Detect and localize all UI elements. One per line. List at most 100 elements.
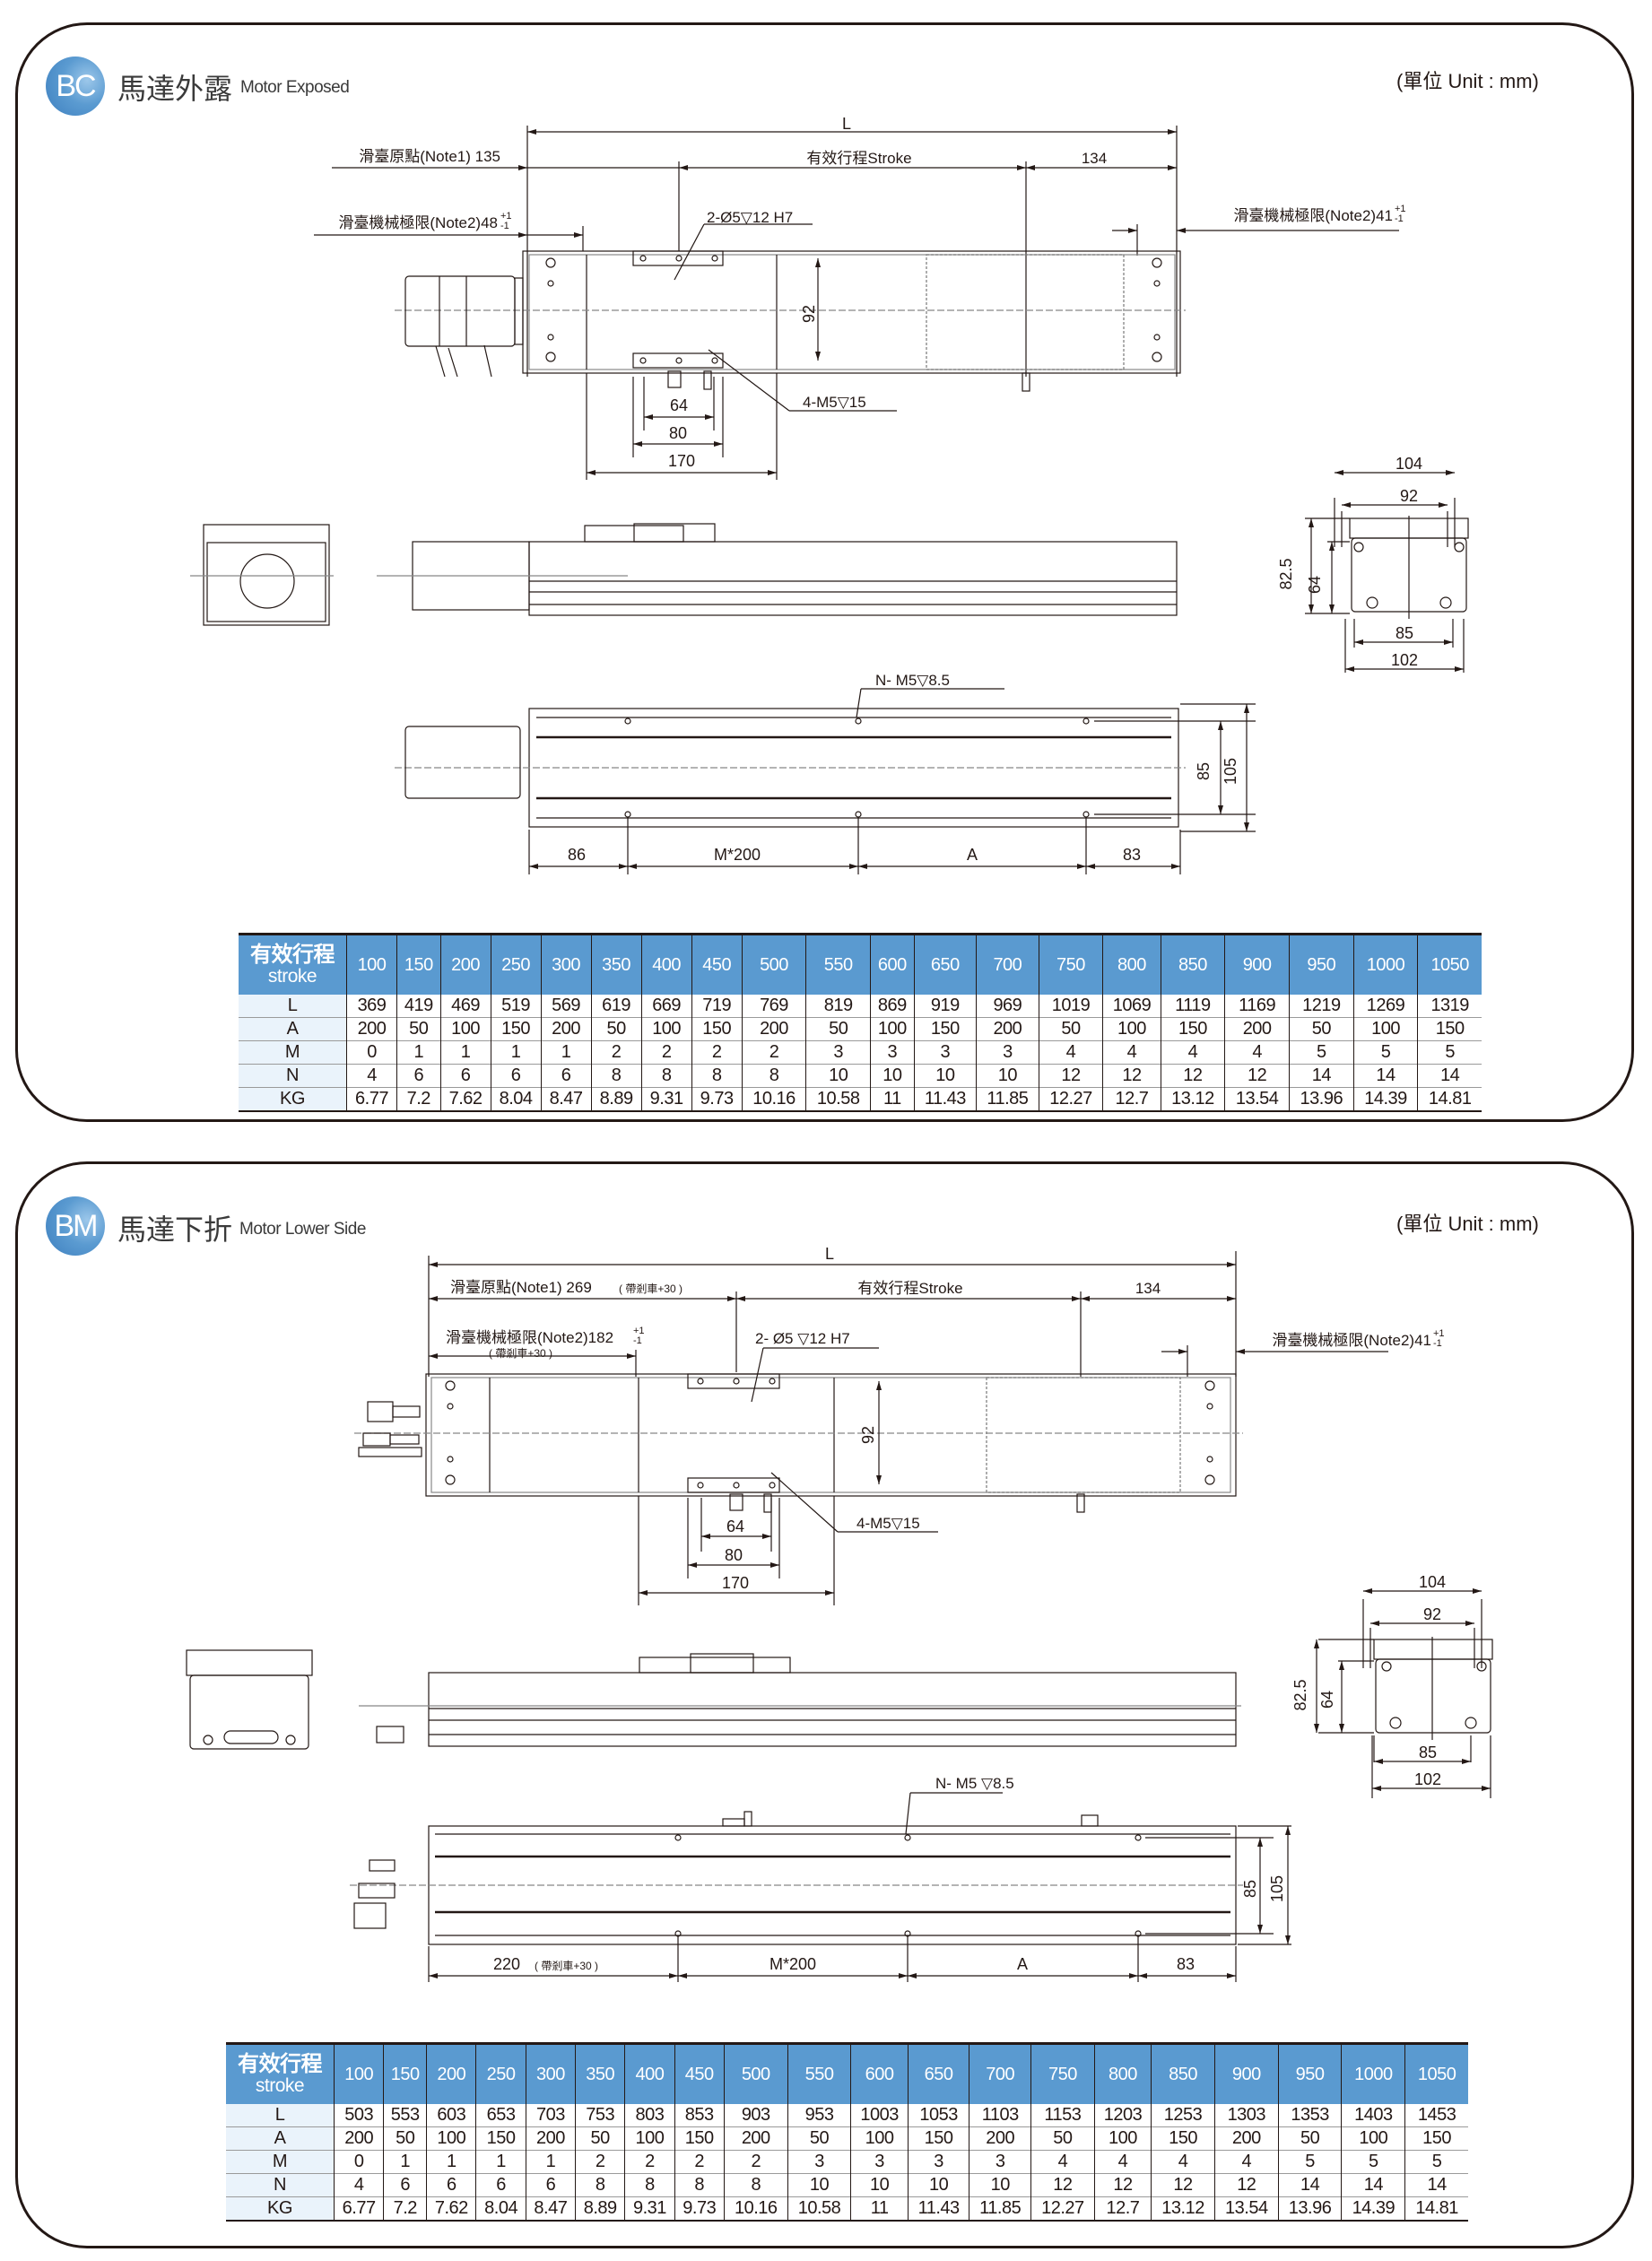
table-cell: 150 (475, 2126, 526, 2151)
stroke-column-header: 1050 (1417, 934, 1482, 995)
table-cell: 10 (787, 2173, 851, 2197)
note-brake: ( 帶剎車+30 ) (489, 1347, 552, 1360)
table-cell: 1 (383, 2150, 427, 2174)
note-bottom-holes: N- M5▽8.5 (875, 672, 950, 689)
table-cell: 8 (590, 1064, 642, 1088)
note-stroke: 有效行程Stroke (806, 150, 911, 167)
table-cell: 8.47 (525, 2196, 576, 2222)
dim-170: 170 (668, 452, 695, 470)
table-cell: 11.43 (913, 1087, 977, 1112)
table-cell: 9.31 (624, 2196, 675, 2222)
stroke-header-zh: 有效行程 (238, 2052, 323, 2077)
table-cell: 200 (1213, 2126, 1279, 2151)
end-dim-104: 104 (1419, 1573, 1446, 1591)
table-cell: 2 (741, 1040, 806, 1065)
table-cell: 4 (1093, 2150, 1152, 2174)
row-label: KG (239, 1087, 347, 1112)
stroke-column-header: 850 (1160, 934, 1225, 995)
table-cell: 100 (640, 1017, 692, 1041)
table-cell: 13.54 (1213, 2196, 1279, 2222)
note-limit-right: 滑臺機械極限(Note2)41 (1272, 1332, 1431, 1349)
note-limit-left: 滑臺機械極限(Note2)182 (446, 1329, 613, 1346)
table-cell: 10.58 (805, 1087, 871, 1112)
table-cell: 8 (624, 2173, 675, 2197)
table-cell: 4 (1151, 2150, 1215, 2174)
table-cell: 953 (787, 2104, 851, 2127)
table-cell: 419 (396, 995, 441, 1018)
table-cell: 2 (723, 2150, 788, 2174)
table-cell: 10 (850, 2173, 909, 2197)
table-cell: 1019 (1038, 995, 1103, 1018)
table-cell: 12 (1151, 2173, 1215, 2197)
table-cell: 1003 (850, 2104, 909, 2127)
table-cell: 150 (913, 1017, 977, 1041)
tol-plus: +1 (1395, 204, 1406, 214)
table-cell: 8.04 (490, 1087, 542, 1112)
table-cell: 12 (1224, 1064, 1290, 1088)
table-cell: 8 (575, 2173, 625, 2197)
stroke-column-header: 1050 (1404, 2043, 1468, 2104)
table-cell: 1053 (907, 2104, 969, 2127)
stroke-column-header: 200 (426, 2043, 476, 2104)
table-cell: 819 (805, 995, 871, 1018)
table-cell: 10 (805, 1064, 871, 1088)
tol-plus: +1 (1433, 1328, 1445, 1339)
table-cell: 519 (490, 995, 542, 1018)
table-cell: 903 (723, 2104, 788, 2127)
table-cell: 2 (640, 1040, 692, 1065)
note-origin: 滑臺原點(Note1) 269 (450, 1279, 592, 1296)
table-cell: 3 (907, 2150, 969, 2174)
table-cell: 3 (976, 1040, 1039, 1065)
table-cell: 5 (1404, 2150, 1468, 2174)
table-cell: 1 (475, 2150, 526, 2174)
table-cell: 13.12 (1160, 1087, 1225, 1112)
table-cell: 4 (1224, 1040, 1290, 1065)
tol-plus: +1 (500, 211, 512, 222)
table-cell: 8.89 (575, 2196, 625, 2222)
table-cell: 8 (741, 1064, 806, 1088)
note-limit-right: 滑臺機械極限(Note2)41 (1233, 207, 1393, 224)
table-cell: 2 (590, 1040, 642, 1065)
table-cell: 50 (590, 1017, 642, 1041)
table-cell: 7.62 (439, 1087, 491, 1112)
table-cell: 10.58 (787, 2196, 851, 2222)
end-dim-82-5: 82.5 (1277, 558, 1295, 589)
end-dim-82-5: 82.5 (1291, 1679, 1309, 1710)
table-cell: 10.16 (741, 1087, 806, 1112)
section-badge: BC (46, 57, 105, 116)
table-cell: 50 (1038, 1017, 1103, 1041)
table-cell: 4 (1102, 1040, 1161, 1065)
stroke-column-header: 1000 (1341, 2043, 1405, 2104)
stroke-column-header: 500 (741, 934, 806, 995)
table-cell: 6 (490, 1064, 542, 1088)
table-cell: 6 (525, 2173, 576, 2197)
stroke-column-header: 800 (1102, 934, 1161, 995)
table-cell: 150 (1404, 2126, 1468, 2151)
table-cell: 14 (1341, 2173, 1405, 2197)
table-cell: 10 (907, 2173, 969, 2197)
table-cell: 9.31 (640, 1087, 692, 1112)
dim-134: 134 (1082, 150, 1107, 167)
note-tap-hole: 4-M5▽15 (856, 1515, 920, 1532)
table-cell: 12 (1102, 1064, 1161, 1088)
table-cell: 100 (1102, 1017, 1161, 1041)
table-cell: 50 (1030, 2126, 1095, 2151)
table-cell: 12.7 (1102, 1087, 1161, 1112)
end-dim-92: 92 (1423, 1605, 1441, 1623)
table-cell: 200 (723, 2126, 788, 2151)
table-cell: 10 (976, 1064, 1039, 1088)
table-cell: 8 (674, 2173, 725, 2197)
table-cell: 1 (490, 1040, 542, 1065)
table-cell: 6.77 (333, 2196, 384, 2222)
table-cell: 50 (787, 2126, 851, 2151)
table-cell: 9.73 (674, 2196, 725, 2222)
table-cell: 3 (913, 1040, 977, 1065)
stroke-column-header: 700 (969, 2043, 1031, 2104)
table-cell: 4 (345, 1064, 397, 1088)
